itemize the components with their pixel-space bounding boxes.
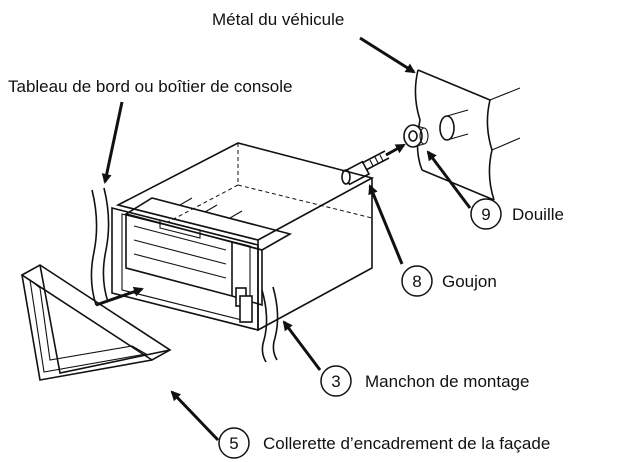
callout-number-8: 8 bbox=[412, 272, 421, 291]
label-vehicle-metal: Métal du véhicule bbox=[212, 10, 344, 29]
leader-stud bbox=[368, 184, 404, 265]
label-sleeve: Manchon de montage bbox=[365, 372, 529, 391]
leader-vehicle-metal bbox=[359, 36, 416, 74]
callout-number-5: 5 bbox=[229, 434, 238, 453]
stereo-unit bbox=[123, 197, 293, 323]
callout-number-3: 3 bbox=[331, 372, 340, 391]
callout-circle-8 bbox=[401, 265, 433, 297]
stud-part bbox=[341, 150, 390, 186]
leader-dashboard bbox=[101, 101, 124, 184]
dashboard-panel bbox=[90, 187, 279, 363]
socket-part bbox=[403, 124, 429, 148]
leader-sleeve bbox=[282, 320, 322, 371]
callout-circle-9 bbox=[470, 198, 502, 230]
vehicle-metal-panel bbox=[414, 69, 521, 201]
label-dashboard: Tableau de bord ou boîtier de console bbox=[8, 77, 292, 96]
leader-socket bbox=[426, 150, 472, 209]
label-trim-ring: Collerette d’encadrement de la façade bbox=[263, 434, 550, 453]
label-stud: Goujon bbox=[442, 272, 497, 291]
callout-circle-5 bbox=[218, 427, 250, 459]
label-socket: Douille bbox=[512, 205, 564, 224]
callout-circle-3 bbox=[320, 365, 352, 397]
leader-trim-ring bbox=[170, 390, 220, 442]
callout-number-9: 9 bbox=[481, 205, 490, 224]
trim-ring bbox=[20, 264, 172, 381]
